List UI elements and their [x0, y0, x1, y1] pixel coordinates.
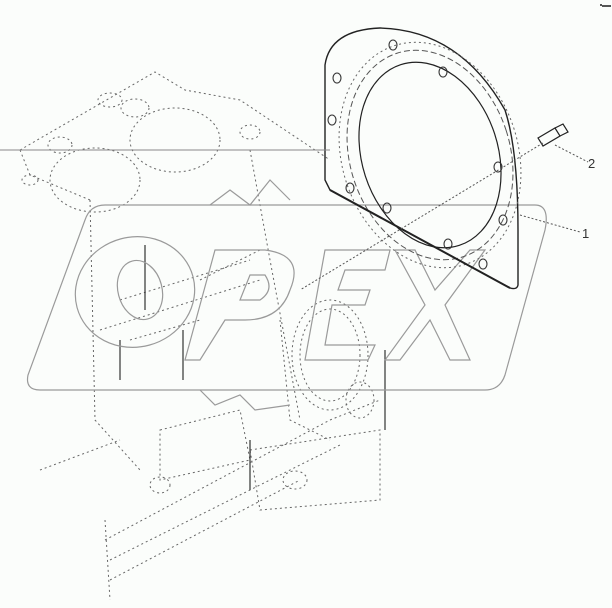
engine-block-drawing: [19, 71, 381, 601]
callout-label-1: 1: [582, 226, 590, 241]
engine-block-solid-lines: [119, 245, 386, 490]
leader-lines: [0, 142, 589, 291]
bolt-part-2: [537, 123, 569, 147]
corner-mark: [600, 4, 611, 7]
bolt-holes: [327, 39, 508, 270]
seal-housing-part-1: [324, 27, 522, 290]
watermark-badge: [26, 179, 547, 411]
callout-label-2: 2: [588, 156, 596, 171]
